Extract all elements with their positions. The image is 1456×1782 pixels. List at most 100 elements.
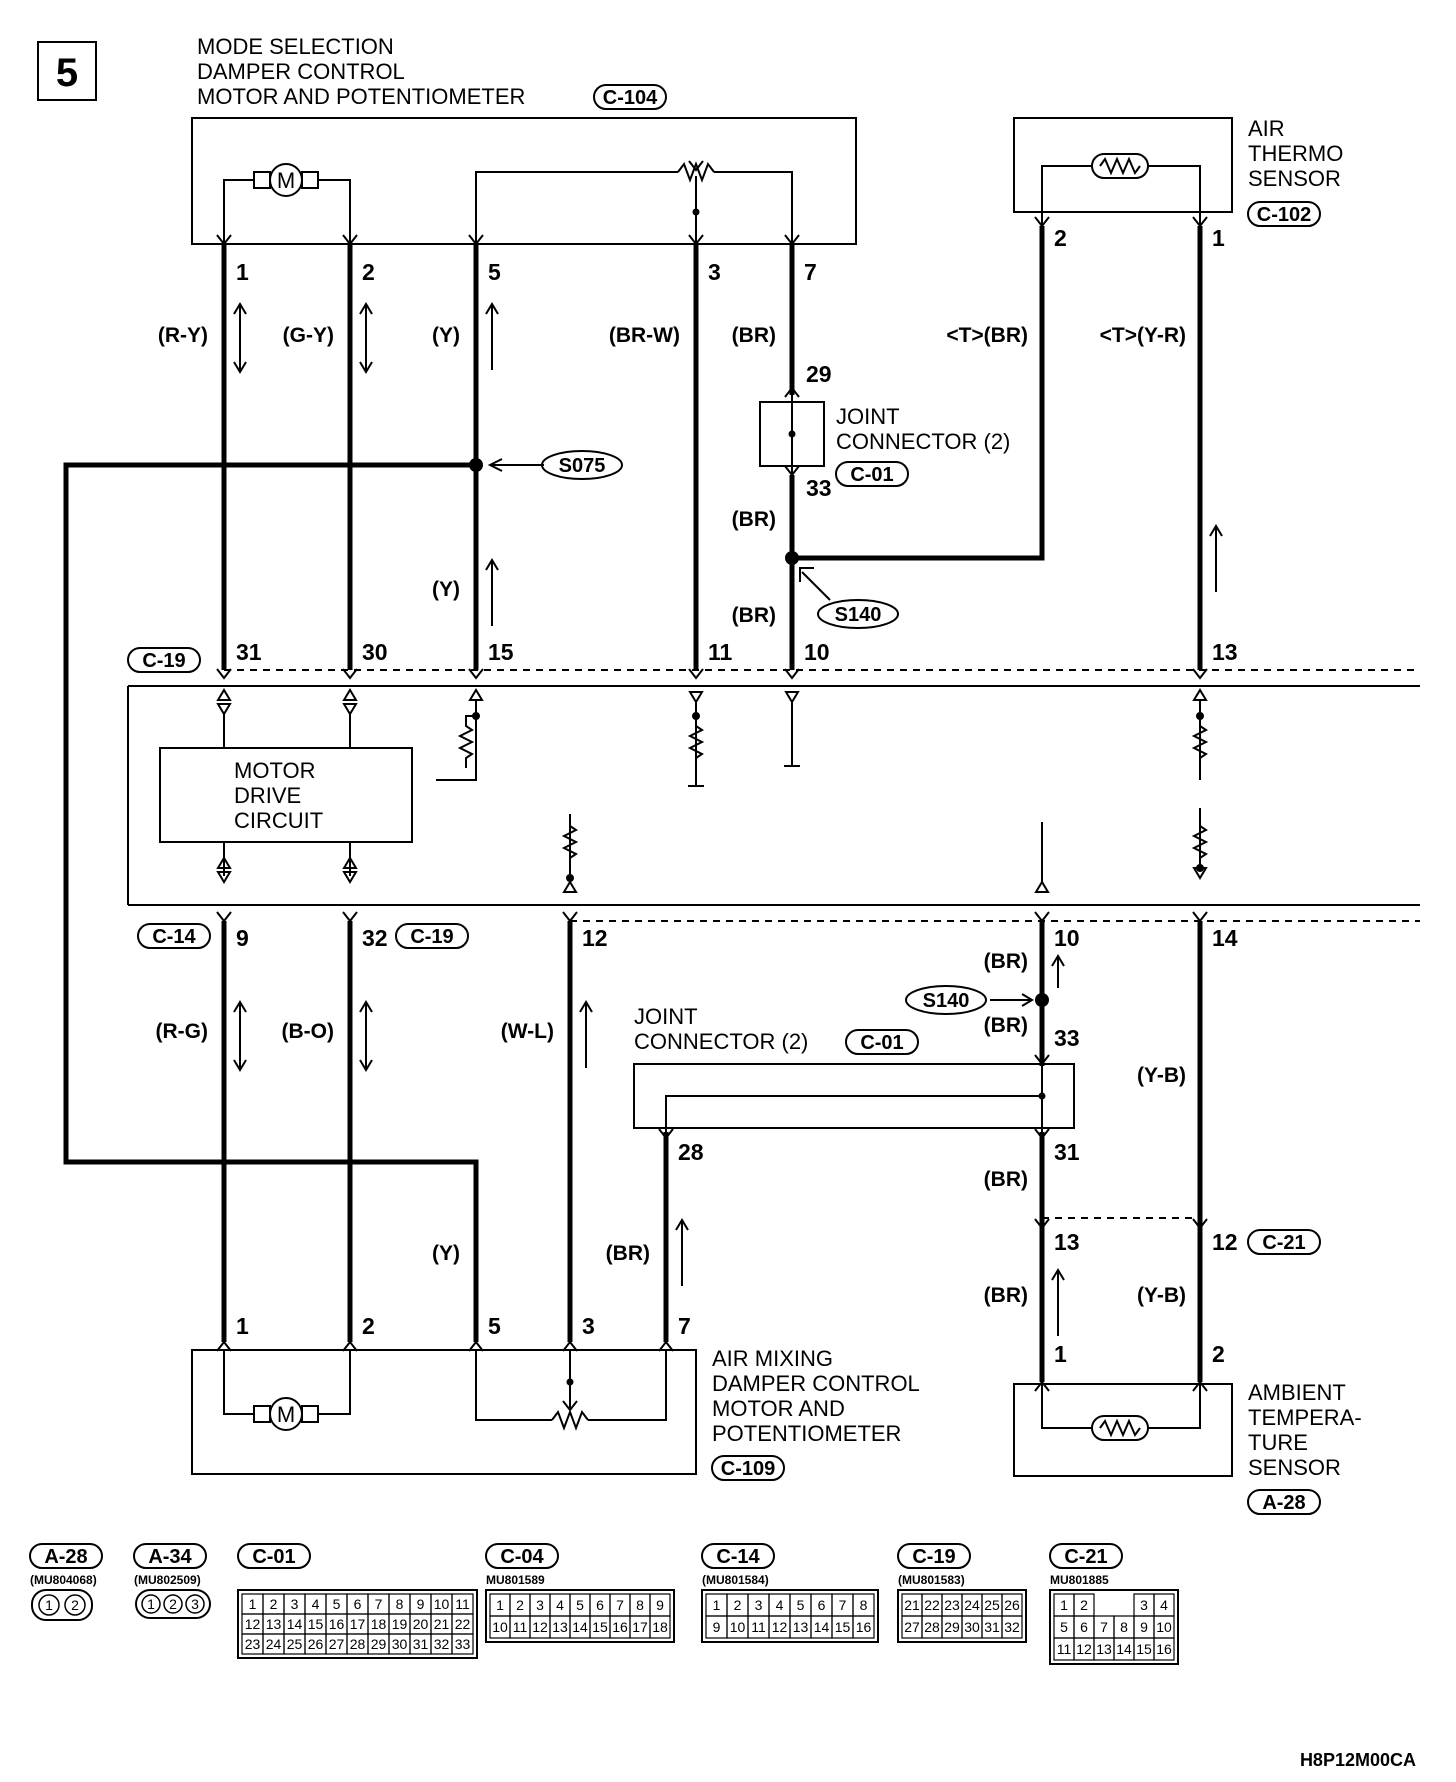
- svg-text:(BR): (BR): [984, 1284, 1028, 1307]
- connector-view-cavity-number: 3: [755, 1597, 763, 1613]
- svg-text:2: 2: [1054, 225, 1067, 251]
- ambient-sensor-box: [1013, 1383, 1233, 1477]
- ambient-connector-tag: A-28: [1247, 1489, 1321, 1515]
- svg-text:5: 5: [488, 1313, 501, 1339]
- svg-text:C-19: C-19: [142, 650, 185, 672]
- svg-text:10: 10: [1054, 925, 1080, 951]
- ecu-bottom-pin-arrows: [216, 911, 1208, 922]
- connector-view-cavity-number: 11: [513, 1619, 528, 1635]
- section-number: 5: [56, 51, 78, 95]
- air-mixing-pot-node: [566, 1378, 574, 1386]
- svg-text:5: 5: [488, 259, 501, 285]
- svg-text:(Y): (Y): [432, 1242, 460, 1265]
- svg-text:2: 2: [1212, 1341, 1225, 1367]
- svg-text:33: 33: [1054, 1025, 1080, 1051]
- s140-bottom-splice-node: [1035, 993, 1049, 1007]
- svg-text:28: 28: [678, 1139, 704, 1165]
- connector-view-cavity-number: 11: [1057, 1641, 1072, 1657]
- mode-damper-connector-tag: C-104: [593, 84, 667, 110]
- connector-view-part: MU801885: [1050, 1573, 1109, 1587]
- svg-text:C-102: C-102: [1257, 204, 1311, 226]
- connector-view-cavity-number: 4: [776, 1597, 784, 1613]
- connector-view-cavity-number: 29: [371, 1636, 387, 1652]
- connector-view-cavity-number: 4: [1160, 1597, 1168, 1613]
- connector-view-cavity-number: 13: [266, 1616, 282, 1632]
- connector-view-cavity: [649, 1615, 671, 1639]
- connector-view-cavity-number: 12: [532, 1619, 548, 1635]
- connector-view-cavity-number: 5: [1060, 1619, 1068, 1635]
- connector-view-cavity-number: 18: [652, 1619, 668, 1635]
- air-thermo-connector-tag: C-102: [1247, 201, 1321, 227]
- connector-view-cavity-number: 2: [1080, 1597, 1088, 1613]
- connector-view-part: (MU804068): [30, 1573, 97, 1587]
- connector-view-cavity-number: 13: [793, 1619, 809, 1635]
- air-mixing-pins: 1 2 5 3 7: [236, 1313, 691, 1339]
- connector-view-cavity-number: 24: [266, 1636, 282, 1652]
- connector-view-cavity-number: 13: [1096, 1641, 1112, 1657]
- connector-view-cavity-number: 3: [191, 1596, 199, 1612]
- connector-view-cavity-number: 22: [924, 1597, 940, 1613]
- connector-view-frame: [485, 1589, 675, 1643]
- svg-text:(BR): (BR): [732, 508, 776, 531]
- connector-view-cavity-number: 30: [392, 1636, 408, 1652]
- air-thermo-box: [1013, 117, 1233, 213]
- connector-view-cavity-number: 2: [270, 1596, 278, 1612]
- mode-damper-box: [191, 117, 857, 245]
- connector-view-cavity-number: 7: [375, 1596, 383, 1612]
- connector-view-cavity-number: 14: [814, 1619, 830, 1635]
- section-number-box: [37, 41, 97, 101]
- svg-text:A-28: A-28: [1262, 1492, 1305, 1514]
- svg-text:POTENTIOMETER: POTENTIOMETER: [712, 1421, 901, 1446]
- top-wires: [221, 226, 1203, 670]
- svg-text:<T>(BR): <T>(BR): [946, 324, 1028, 347]
- connector-view-cavity-number: 8: [1120, 1619, 1128, 1635]
- ecu-top-connector-tag: C-19: [127, 647, 201, 673]
- connector-view-cavity-number: 2: [516, 1597, 524, 1613]
- air-thermo-thermistor-icon: [1091, 153, 1149, 179]
- svg-text:2: 2: [362, 1313, 375, 1339]
- drawing-code: H8P12M00CA: [1300, 1750, 1416, 1770]
- svg-text:JOINT: JOINT: [836, 404, 900, 429]
- connector-view-cavity: [451, 1633, 474, 1655]
- svg-text:(W-L): (W-L): [501, 1020, 554, 1043]
- connector-view-cavity-number: 12: [1076, 1641, 1092, 1657]
- connector-view-cavity-number: 28: [350, 1636, 366, 1652]
- top-wire-colors: (R-Y) (G-Y) (Y) (BR-W) (BR) <T>(BR) <T>(…: [158, 324, 1186, 627]
- s140-top-pointer: [801, 571, 831, 601]
- connector-view-cavity: [185, 1594, 205, 1614]
- svg-text:AMBIENT: AMBIENT: [1248, 1380, 1346, 1405]
- svg-text:C-14: C-14: [152, 926, 196, 948]
- svg-text:12: 12: [1212, 1229, 1238, 1255]
- svg-text:(R-Y): (R-Y): [158, 324, 208, 347]
- svg-text:TEMPERA-: TEMPERA-: [1248, 1405, 1362, 1430]
- connector-view-code: C-19: [912, 1546, 955, 1568]
- connector-view-cavity-number: 32: [1004, 1619, 1020, 1635]
- top-current-arrows: [233, 302, 1223, 626]
- svg-text:(Y): (Y): [432, 578, 460, 601]
- joint-bottom-bus: [665, 1095, 1042, 1132]
- ambient-pins: 1 2: [1054, 1341, 1225, 1367]
- connector-view-cavity-number: 2: [734, 1597, 742, 1613]
- svg-text:THERMO: THERMO: [1248, 141, 1343, 166]
- connector-view-cavity-number: 26: [1004, 1597, 1020, 1613]
- connector-view-cavity-number: 5: [576, 1597, 584, 1613]
- svg-text:(BR-W): (BR-W): [609, 324, 680, 347]
- ecu-internal-circuitry: [216, 688, 1209, 893]
- joint-top-connector-tag: C-01: [835, 461, 909, 487]
- connector-view-cavity: [64, 1594, 86, 1616]
- connector-view-code: C-04: [500, 1546, 544, 1568]
- svg-text:(Y): (Y): [432, 324, 460, 347]
- svg-text:2: 2: [362, 259, 375, 285]
- connector-view-cavity-number: 1: [496, 1597, 504, 1613]
- connector-view-cavity-number: 31: [413, 1636, 429, 1652]
- svg-text:(Y-B): (Y-B): [1137, 1064, 1186, 1087]
- connector-view-part: MU801589: [486, 1573, 545, 1587]
- connector-view-cavity-number: 12: [772, 1619, 788, 1635]
- connector-view-part: (MU801583): [898, 1573, 965, 1587]
- connector-view-frame: [31, 1589, 93, 1621]
